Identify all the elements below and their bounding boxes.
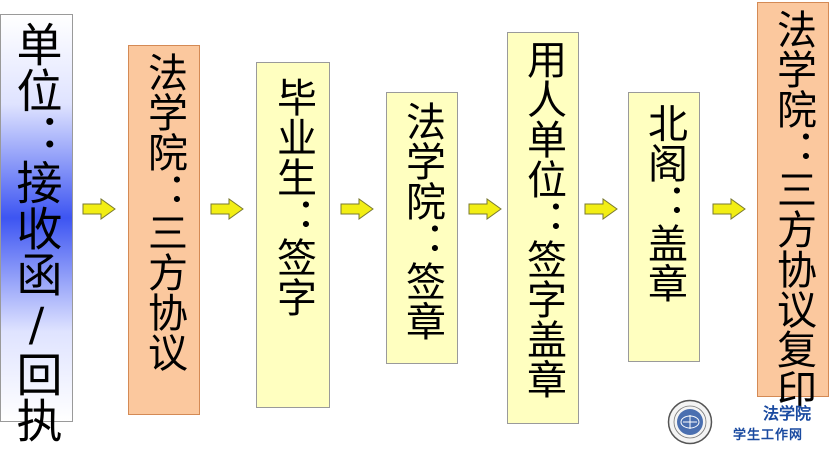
flow-step-label: 法学院：三方协议复印	[770, 9, 816, 409]
logo-title: 法学院	[763, 404, 812, 423]
flow-step-1: 单位：接收函/回执	[0, 14, 73, 443]
flow-step-4: 法学院：签章	[386, 92, 458, 364]
flow-step-5: 用人单位：签字盖章	[507, 32, 579, 424]
right-arrow-icon	[210, 198, 244, 220]
right-arrow-icon	[584, 198, 618, 220]
right-arrow-icon	[340, 198, 374, 220]
flow-step-2: 法学院：三方协议	[128, 45, 200, 415]
logo-subtitle: 学生工作网	[733, 428, 804, 443]
flow-step-6: 北阁：盖章	[628, 92, 700, 362]
flow-step-label: 毕业生：签字	[270, 77, 316, 317]
flow-step-label: 单位：接收函/回执	[9, 21, 64, 443]
flow-step-7: 法学院：三方协议复印	[757, 2, 829, 409]
flow-step-3: 毕业生：签字	[256, 62, 330, 408]
right-arrow-icon	[82, 198, 116, 220]
flow-step-label: 法学院：签章	[399, 101, 445, 341]
flow-step-label: 法学院：三方协议	[141, 52, 187, 372]
flow-step-label: 用人单位：签字盖章	[520, 39, 566, 399]
right-arrow-icon	[712, 198, 746, 220]
flow-step-label: 北阁：盖章	[641, 103, 687, 303]
right-arrow-icon	[468, 198, 502, 220]
university-seal-icon	[667, 399, 713, 445]
